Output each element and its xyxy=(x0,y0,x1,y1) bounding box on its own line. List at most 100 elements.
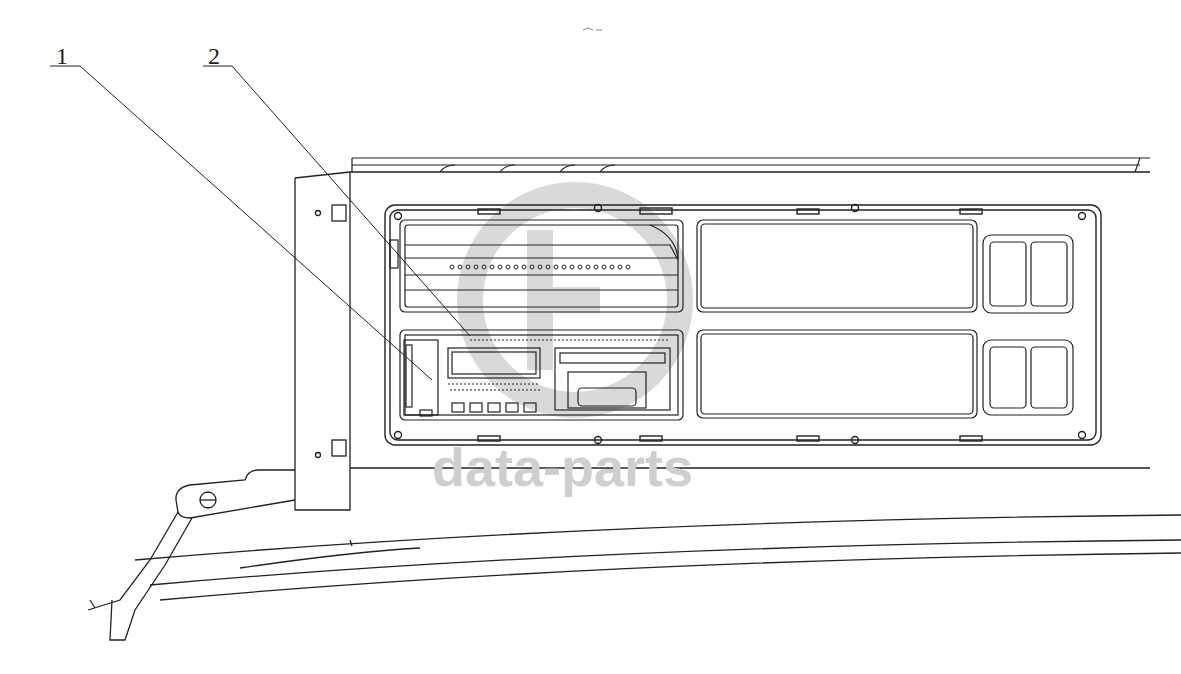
leader-line xyxy=(50,66,470,380)
dash-lower-structure xyxy=(110,518,192,640)
switch-blocks xyxy=(983,235,1073,313)
dash-lower-structure xyxy=(90,600,95,608)
switch-blocks xyxy=(1031,347,1067,408)
radio-unit xyxy=(570,265,574,269)
top-rail xyxy=(352,158,1140,172)
radio-unit xyxy=(390,220,683,312)
top-rail xyxy=(352,158,1150,172)
inner-frame xyxy=(852,437,859,444)
inner-frame xyxy=(395,432,402,439)
top-rail xyxy=(440,165,615,172)
panel-housing xyxy=(295,172,1150,178)
blank-slots xyxy=(697,330,977,418)
radio-unit xyxy=(538,265,542,269)
dash-lower-structure xyxy=(240,548,420,568)
switch-blocks xyxy=(983,340,1073,415)
callout-number: 1 xyxy=(56,44,68,68)
radio-unit xyxy=(458,265,462,269)
tachograph-unit xyxy=(452,352,536,374)
radio-unit xyxy=(530,265,534,269)
top-mark xyxy=(583,28,602,30)
radio-unit xyxy=(498,265,502,269)
radio-unit xyxy=(650,225,678,258)
blank-slots xyxy=(701,334,973,414)
tachograph-unit xyxy=(448,348,540,378)
radio-unit xyxy=(405,225,678,307)
tachograph-unit xyxy=(420,410,432,416)
panel-housing xyxy=(316,453,321,458)
inner-frame xyxy=(595,205,602,212)
leader-line xyxy=(203,66,470,336)
radio-unit xyxy=(514,265,518,269)
callout-number: 2 xyxy=(208,44,220,68)
inner-frame xyxy=(797,209,819,214)
tachograph-unit xyxy=(405,335,678,415)
leader-line xyxy=(50,66,432,380)
switch-blocks xyxy=(990,242,1026,306)
radio-unit xyxy=(466,265,470,269)
radio-unit xyxy=(586,265,590,269)
dash-lower-structure xyxy=(200,499,216,500)
dash-lower-structure xyxy=(88,512,178,610)
radio-unit xyxy=(506,265,510,269)
radio-unit xyxy=(610,265,614,269)
switch-blocks xyxy=(990,347,1026,408)
panel-housing xyxy=(295,172,1150,510)
radio-unit xyxy=(450,265,630,269)
inner-frame xyxy=(1079,432,1086,439)
top-rail xyxy=(1135,158,1150,172)
inner-frame xyxy=(797,436,819,441)
radio-unit xyxy=(554,265,558,269)
radio-unit xyxy=(602,265,606,269)
blank-slots xyxy=(697,220,977,312)
radio-unit xyxy=(562,265,566,269)
radio-unit xyxy=(490,265,494,269)
dash-lower-structure xyxy=(350,540,352,546)
watermark-logo xyxy=(540,230,600,370)
radio-unit xyxy=(594,265,598,269)
tachograph-unit xyxy=(404,340,438,415)
tachograph-unit xyxy=(568,372,646,408)
radio-unit xyxy=(482,265,486,269)
dash-lower-structure xyxy=(150,540,1181,585)
radio-unit xyxy=(474,265,478,269)
tachograph-unit xyxy=(506,403,518,412)
tachograph-unit xyxy=(406,345,412,407)
inner-frame xyxy=(385,205,1101,445)
dash-lower-structure xyxy=(200,492,216,508)
tachograph-unit xyxy=(452,403,464,412)
radio-unit xyxy=(578,265,582,269)
switch-blocks xyxy=(1031,242,1067,306)
tachograph-unit xyxy=(488,403,500,412)
blank-slots xyxy=(697,220,977,418)
radio-unit xyxy=(618,265,622,269)
tachograph-unit xyxy=(560,353,665,363)
tachograph-unit xyxy=(400,330,683,420)
tachograph-unit xyxy=(555,348,670,410)
inner-frame xyxy=(478,209,500,214)
inner-frame xyxy=(390,210,1096,440)
inner-frame xyxy=(1079,213,1086,220)
radio-unit xyxy=(400,220,683,312)
inner-frame xyxy=(960,436,982,441)
radio-unit xyxy=(405,245,678,290)
radio-unit xyxy=(546,265,550,269)
switch-blocks xyxy=(983,235,1073,415)
tachograph-unit xyxy=(448,384,540,390)
dash-lower-structure xyxy=(176,470,295,518)
panel-housing xyxy=(332,440,346,456)
tachograph-unit xyxy=(470,339,670,340)
tachograph-unit xyxy=(400,330,683,420)
radio-unit xyxy=(390,240,398,268)
dash-lower-structure xyxy=(88,470,1181,640)
radio-unit xyxy=(522,265,526,269)
panel-housing xyxy=(316,211,321,216)
tachograph-unit xyxy=(470,403,482,412)
tachograph-unit xyxy=(578,388,636,406)
inner-frame xyxy=(852,205,859,212)
top-mark xyxy=(583,28,602,30)
inner-frame xyxy=(640,208,672,214)
panel-housing xyxy=(295,172,350,510)
